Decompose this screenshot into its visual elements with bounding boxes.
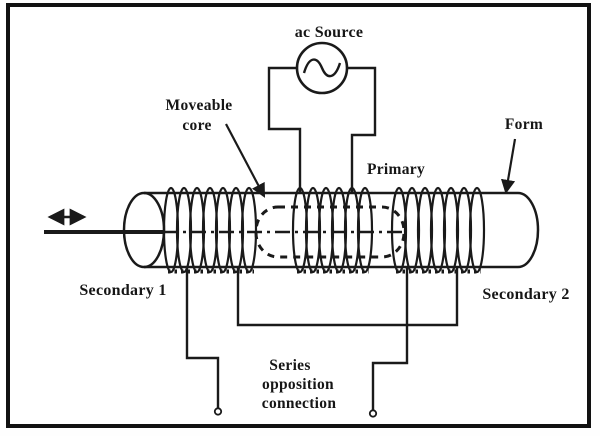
secondary1-coil bbox=[162, 186, 258, 274]
output-terminal-left bbox=[213, 407, 223, 416]
secondary2-output-wire bbox=[371, 268, 409, 410]
primary-wire-right bbox=[346, 66, 377, 192]
moveable-core-label-line1: Moveable bbox=[166, 97, 233, 114]
secondary1-output-wire bbox=[185, 268, 220, 408]
form-arrow bbox=[500, 138, 517, 195]
primary-label: Primary bbox=[367, 161, 425, 178]
form-label: Form bbox=[505, 116, 543, 133]
sine-wave-icon bbox=[302, 58, 342, 78]
series-connection-wire bbox=[236, 268, 459, 327]
primary-wire-left bbox=[267, 66, 302, 192]
ac-source-label: ac Source bbox=[295, 24, 364, 41]
moveable-core-arrow bbox=[225, 123, 266, 198]
secondary-1-label: Secondary 1 bbox=[79, 282, 166, 299]
series-connection-label-line3: connection bbox=[262, 395, 337, 412]
series-connection-label-line1: Series bbox=[269, 357, 310, 374]
moveable-core-label-line2: core bbox=[182, 117, 211, 134]
secondary2-coil bbox=[390, 186, 486, 274]
output-terminal-right bbox=[368, 409, 378, 418]
primary-coil bbox=[291, 186, 374, 274]
secondary-2-label: Secondary 2 bbox=[482, 286, 569, 303]
series-connection-label-line2: opposition bbox=[262, 376, 334, 393]
form-right-end-cap bbox=[517, 191, 540, 269]
